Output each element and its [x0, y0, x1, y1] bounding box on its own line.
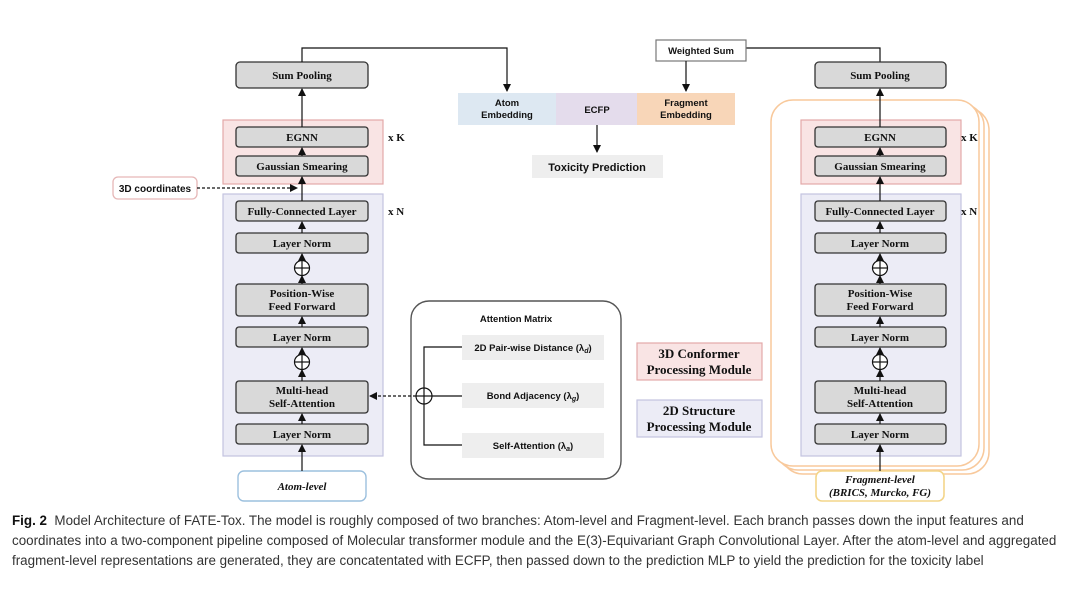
- left-add-mid-icon: [293, 353, 311, 371]
- fragment-embedding-line1: Fragment: [664, 98, 708, 109]
- frag-pool-to-weighted-wire: [746, 47, 881, 62]
- legend-2d-structure-swatch: [636, 399, 763, 438]
- bond-adjacency-label: Bond Adjacency (λg): [487, 391, 580, 403]
- atom-embedding-line1: Atom: [495, 98, 519, 109]
- legend-3d-conformer-line1: 3D Conformer: [658, 346, 739, 361]
- toxicity-prediction-box: [532, 155, 663, 178]
- left-add-top-icon: [293, 259, 311, 277]
- left-repeat-k: x K: [388, 132, 405, 144]
- coords-input-label: 3D coordinates: [119, 184, 192, 195]
- right-ffn-line1: Position-Wise: [848, 288, 913, 300]
- right-egnn-label: EGNN: [864, 132, 896, 144]
- atom-branch: Sum Pooling EGNN x K Gaussian Smearing F…: [112, 61, 405, 502]
- legend-2d-structure-line2: Processing Module: [647, 419, 752, 434]
- ecfp-block: [556, 93, 637, 125]
- fragment-level-input-line2: (BRICS, Murcko, FG): [829, 487, 931, 499]
- fragment-level-input-line1: Fragment-level: [844, 474, 916, 486]
- atom-level-input-label: Atom-level: [277, 481, 328, 493]
- atom-embedding-block: [458, 93, 556, 125]
- atom-embedding-line2: Embedding: [481, 110, 533, 121]
- toxicity-prediction-label: Toxicity Prediction: [548, 162, 646, 174]
- attention-matrix-title: Attention Matrix: [480, 314, 553, 325]
- left-ffn-line1: Position-Wise: [270, 288, 335, 300]
- attention-sum-icon: [415, 387, 433, 405]
- right-add-top-icon: [871, 259, 889, 277]
- bond-adjacency-box: [462, 383, 604, 408]
- right-layer-norm-bot-label: Layer Norm: [851, 429, 909, 441]
- pairwise-distance-box: [462, 335, 604, 360]
- left-ffn-line2: Feed Forward: [269, 301, 336, 313]
- figure-caption-text: Model Architecture of FATE-Tox. The mode…: [12, 513, 1057, 568]
- right-ffn-line2: Feed Forward: [847, 301, 914, 313]
- self-attention-box: [462, 433, 604, 458]
- right-gaussian-label: Gaussian Smearing: [834, 161, 926, 173]
- right-mha-line2: Self-Attention: [847, 398, 913, 410]
- attention-matrix-section: Attention Matrix 2D Pair-wise Distance (…: [369, 300, 622, 480]
- right-sum-pooling-label: Sum Pooling: [850, 70, 910, 82]
- legend: 3D Conformer Processing Module 2D Struct…: [636, 342, 763, 438]
- left-sum-pooling-label: Sum Pooling: [272, 70, 332, 82]
- self-attention-label: Self-Attention (λa): [493, 441, 573, 453]
- pairwise-distance-label: 2D Pair-wise Distance (λd): [474, 343, 591, 355]
- weighted-sum-box: [655, 39, 747, 62]
- left-mha-line1: Multi-head: [276, 385, 329, 397]
- legend-2d-structure-line1: 2D Structure: [663, 403, 736, 418]
- right-repeat-k: x K: [961, 132, 978, 144]
- left-egnn-label: EGNN: [286, 132, 318, 144]
- fragment-branch: Sum Pooling EGNN x K Gaussian Smearing F…: [770, 61, 990, 502]
- right-layer-norm-top-label: Layer Norm: [851, 238, 909, 250]
- weighted-sum-label: Weighted Sum: [668, 46, 734, 57]
- architecture-diagram: Sum Pooling EGNN x K Gaussian Smearing F…: [112, 39, 990, 502]
- figure-caption: Fig. 2 Model Architecture of FATE-Tox. T…: [12, 511, 1072, 571]
- right-layer-norm-mid-label: Layer Norm: [851, 332, 909, 344]
- left-layer-norm-mid-label: Layer Norm: [273, 332, 331, 344]
- concat-section: Atom Embedding ECFP Fragment Embedding T…: [301, 39, 881, 178]
- right-add-mid-icon: [871, 353, 889, 371]
- ecfp-label: ECFP: [584, 105, 610, 116]
- right-mha-line1: Multi-head: [854, 385, 907, 397]
- left-gaussian-label: Gaussian Smearing: [256, 161, 348, 173]
- right-fc-label: Fully-Connected Layer: [825, 206, 934, 218]
- left-mha-line2: Self-Attention: [269, 398, 335, 410]
- left-fc-label: Fully-Connected Layer: [247, 206, 356, 218]
- left-repeat-n: x N: [388, 206, 404, 218]
- legend-3d-conformer-line2: Processing Module: [647, 362, 752, 377]
- left-layer-norm-top-label: Layer Norm: [273, 238, 331, 250]
- legend-3d-conformer-swatch: [636, 342, 763, 381]
- fragment-embedding-line2: Embedding: [660, 110, 712, 121]
- left-layer-norm-bot-label: Layer Norm: [273, 429, 331, 441]
- fragment-embedding-block: [637, 93, 735, 125]
- figure-label: Fig. 2: [12, 513, 47, 528]
- right-repeat-n: x N: [961, 206, 977, 218]
- atom-pool-to-concat-wire: [301, 47, 511, 92]
